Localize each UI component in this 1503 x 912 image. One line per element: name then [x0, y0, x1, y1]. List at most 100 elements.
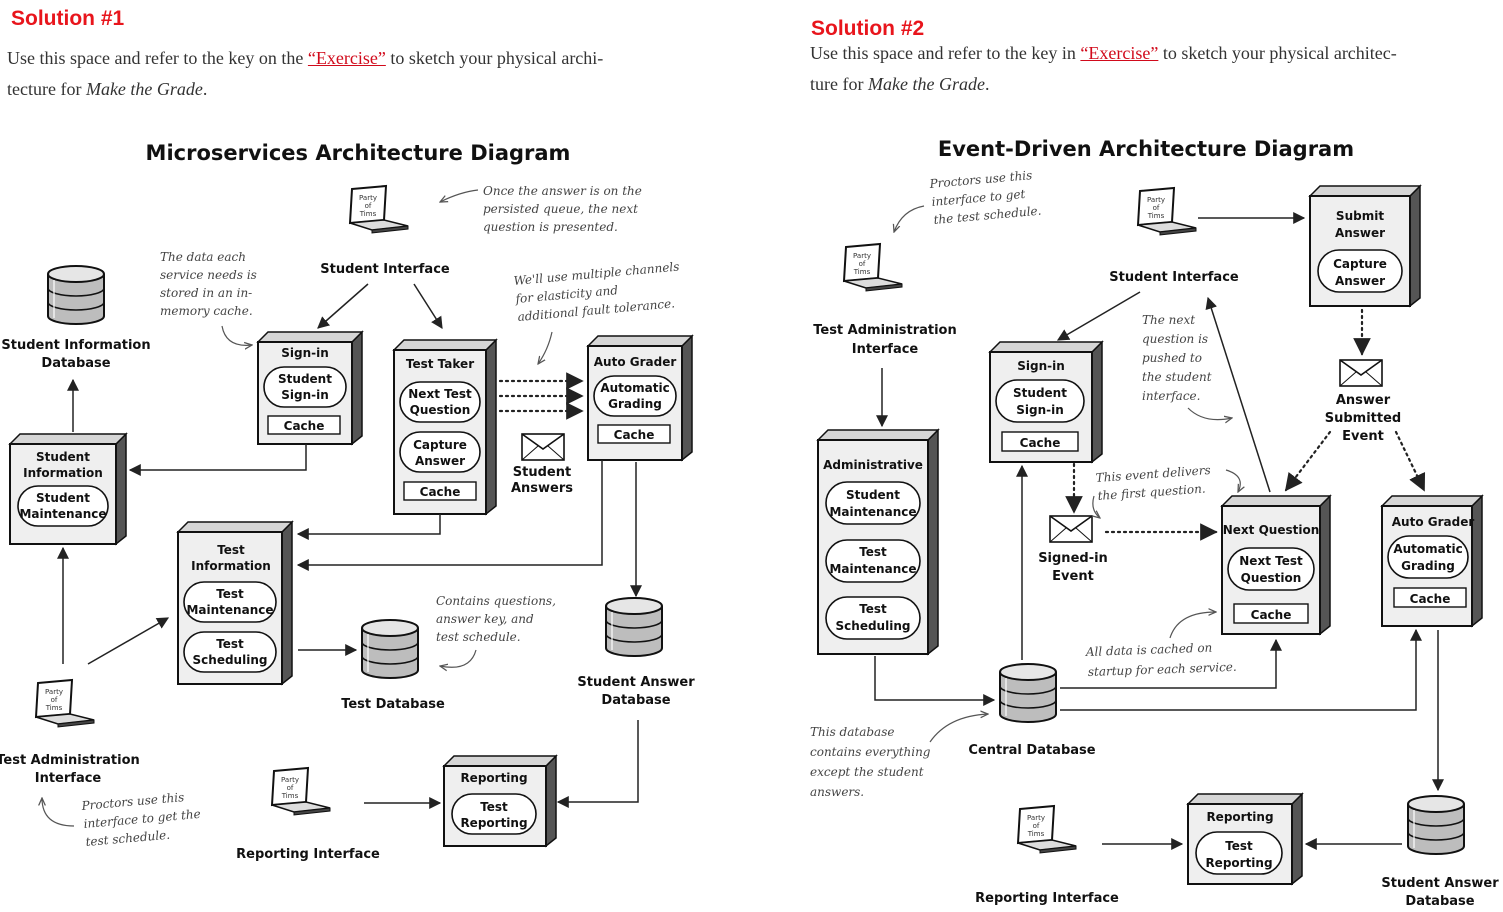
test-information-service-box: Test Information Test Maintenance Test S…	[176, 520, 294, 686]
persisted-queue-note: question is presented.	[483, 220, 618, 234]
student-information-title: Information	[23, 466, 103, 480]
answer-submitted-envelope-icon	[1339, 359, 1383, 387]
next-test-question-pill: Next Test	[408, 387, 472, 401]
svg-text:Party: Party	[281, 776, 299, 784]
next-question-pushed-note: interface.	[1142, 389, 1200, 403]
intro-text: Use this space and refer to the key in	[810, 43, 1081, 63]
student-info-database-icon	[47, 265, 105, 325]
cache-label: Cache	[1410, 592, 1451, 606]
test-admin-laptop-icon: Party of Tims	[35, 679, 95, 728]
intro-text: to sketch your physical architec-	[1158, 43, 1397, 63]
note-pointer	[929, 714, 988, 743]
answer-submitted-event-label: Submitted	[1325, 411, 1401, 426]
capture-answer-pill: Capture	[1333, 257, 1387, 271]
automatic-grading-pill: Automatic	[600, 381, 669, 395]
student-info-db-label: Student Information	[1, 338, 150, 353]
cache-label: Cache	[614, 428, 655, 442]
student-answer-db-label: Database	[601, 693, 670, 708]
test-database-icon	[361, 619, 419, 679]
test-scheduling-pill: Scheduling	[836, 619, 911, 633]
student-sign-in-pill: Sign-in	[281, 388, 329, 402]
student-interface-laptop-icon: Party of Tims	[1137, 187, 1197, 236]
answer-submitted-event-label: Answer	[1336, 393, 1391, 408]
solution-1-intro: Use this space and refer to the key on t…	[7, 43, 727, 105]
test-maintenance-pill: Test	[216, 587, 244, 601]
sign-in-title: Sign-in	[1017, 359, 1065, 373]
student-maintenance-pill: Student	[36, 491, 90, 505]
contains-note: test schedule.	[436, 630, 521, 644]
contains-note: Contains questions,	[436, 594, 556, 608]
submit-answer-title: Submit	[1336, 209, 1384, 223]
database-contains-note: contains everything	[810, 745, 931, 759]
reporting-service-box: Reporting Test Reporting	[442, 754, 558, 848]
reporting-laptop-icon: Party of Tims	[1017, 805, 1077, 854]
student-information-title: Student	[36, 450, 90, 464]
persisted-queue-note: Once the answer is on the	[483, 184, 642, 198]
channels-note: We'll use multiple channels	[513, 260, 680, 288]
student-answer-db-label: Student Answer	[1381, 876, 1499, 891]
svg-text:of: of	[1153, 204, 1160, 212]
memory-cache-note: memory cache.	[160, 304, 253, 318]
signed-in-event-label: Event	[1052, 569, 1094, 584]
event-delivers-note: the first question.	[1097, 481, 1206, 503]
auto-grader-title: Auto Grader	[594, 355, 677, 369]
svg-text:of: of	[51, 696, 58, 704]
svg-text:Tims: Tims	[359, 210, 377, 218]
student-sign-in-pill: Student	[1013, 386, 1067, 400]
test-maintenance-pill: Maintenance	[829, 562, 916, 576]
capture-answer-pill: Answer	[415, 454, 465, 468]
administrative-title: Administrative	[823, 458, 923, 472]
next-question-title: Next Question	[1223, 523, 1320, 537]
student-answer-database-icon	[1407, 795, 1465, 855]
svg-text:Party: Party	[1027, 814, 1045, 822]
next-test-question-pill: Question	[410, 403, 471, 417]
student-info-db-label: Database	[41, 356, 110, 371]
svg-text:Tims: Tims	[1027, 830, 1045, 838]
submit-answer-title: Answer	[1335, 226, 1385, 240]
microservices-connectors	[57, 283, 642, 809]
student-interface-label: Student Interface	[1109, 270, 1239, 285]
svg-text:Party: Party	[359, 194, 377, 202]
signed-in-event-envelope-icon	[1049, 515, 1093, 543]
intro-text: to sketch your physical archi-	[385, 48, 604, 68]
intro-emphasis: Make the Grade	[85, 79, 203, 99]
student-answers-label: Student	[513, 465, 571, 480]
reporting-interface-label: Reporting Interface	[975, 891, 1119, 906]
note-pointer	[538, 331, 553, 364]
reporting-title: Reporting	[1206, 810, 1273, 824]
database-contains-note: This database	[810, 725, 894, 739]
capture-answer-pill: Capture	[413, 438, 467, 452]
student-interface-laptop-icon: Party of Tims	[349, 185, 409, 234]
auto-grader-service-box: Auto Grader Automatic Grading Cache	[586, 334, 694, 462]
note-pointer	[1187, 407, 1232, 420]
reporting-title: Reporting	[460, 771, 527, 785]
intro-text: tecture for	[7, 79, 86, 99]
test-reporting-pill: Reporting	[460, 816, 527, 830]
test-taker-title: Test Taker	[406, 357, 474, 371]
svg-text:Party: Party	[45, 688, 63, 696]
test-scheduling-pill: Scheduling	[193, 653, 268, 667]
test-reporting-pill: Test	[1225, 839, 1253, 853]
student-sign-in-pill: Student	[278, 372, 332, 386]
proctors-note: test schedule.	[85, 828, 170, 849]
note-pointer	[440, 189, 479, 202]
test-admin-interface-label: Test Administration	[0, 753, 140, 768]
student-maintenance-pill: Maintenance	[829, 505, 916, 519]
cache-label: Cache	[1020, 436, 1061, 450]
intro-text: ture for	[810, 74, 868, 94]
persisted-queue-note: persisted queue, the next	[483, 202, 638, 216]
reporting-service-box: Reporting Test Reporting	[1186, 792, 1304, 886]
exercise-link[interactable]: “Exercise”	[307, 48, 386, 68]
signed-in-event-label: Signed-in	[1038, 551, 1108, 566]
administrative-service-box: Administrative Student Maintenance Test …	[816, 428, 940, 656]
svg-text:of: of	[859, 260, 866, 268]
exercise-link[interactable]: “Exercise”	[1080, 43, 1159, 63]
next-question-pushed-note: the student	[1142, 370, 1212, 384]
next-test-question-pill: Next Test	[1239, 554, 1303, 568]
test-database-label: Test Database	[341, 697, 445, 712]
database-contains-note: answers.	[810, 785, 864, 799]
cache-label: Cache	[420, 485, 461, 499]
auto-grader-title: Auto Grader	[1392, 515, 1475, 529]
next-question-service-box: Next Question Next Test Question Cache	[1220, 494, 1332, 636]
note-pointer	[440, 649, 477, 667]
